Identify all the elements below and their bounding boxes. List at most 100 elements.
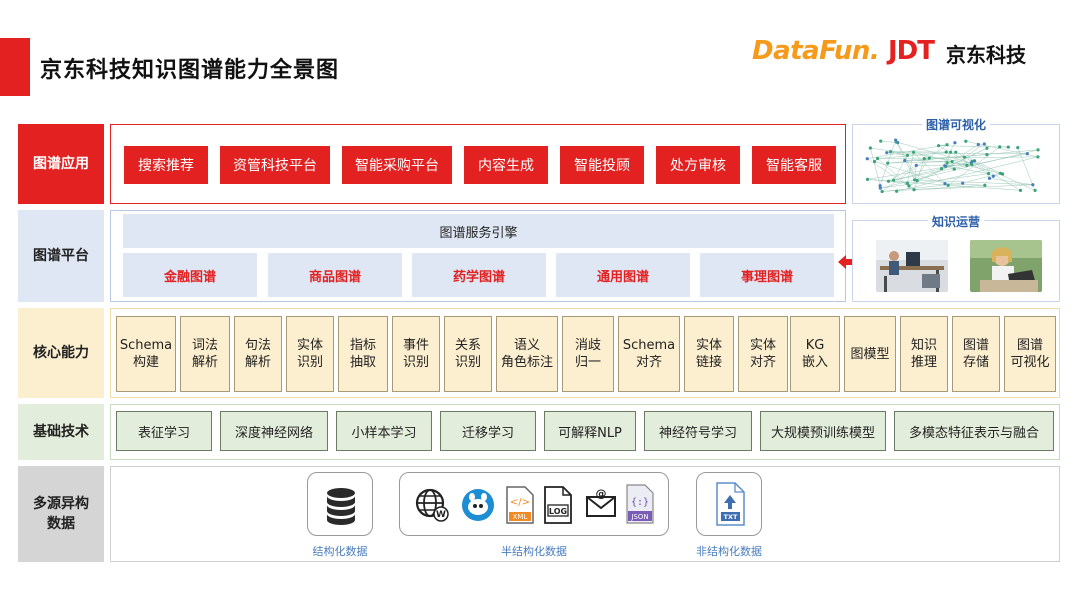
svg-text:W: W [436,510,446,520]
base-tech-item[interactable]: 小样本学习 [336,411,432,451]
core-capability-item[interactable]: 图谱存储 [952,316,1000,392]
application-item[interactable]: 资管科技平台 [220,146,330,184]
core-capability-line: 抽取 [349,355,376,370]
log-label: LOG [549,507,567,516]
core-capability-label: 消歧归一 [575,337,601,371]
core-capability-label: 句法解析 [245,337,271,371]
datafun-logo: DataFun. [752,36,880,66]
core-capability-label: 事件识别 [403,337,429,371]
base-tech-item[interactable]: 大规模预训练模型 [760,411,886,451]
core-capability-line: 构建 [132,355,159,370]
visualization-title: 图谱可视化 [922,116,991,133]
core-capability-item[interactable]: 关系识别 [444,316,492,392]
core-capability-item[interactable]: 图模型 [844,316,896,392]
graph-item[interactable]: 商品图谱 [268,253,402,297]
base-tech-item[interactable]: 神经符号学习 [644,411,752,451]
core-capability-line: 实体 [296,338,323,353]
core-capability-line: 对齐 [635,355,662,370]
core-capability-line: 图谱 [962,338,989,353]
row-label-base: 基础技术 [18,404,104,460]
core-capability-label: 语义角色标注 [501,337,553,371]
application-item[interactable]: 内容生成 [464,146,548,184]
core-capability-label: 知识推理 [911,337,937,371]
core-capability-line: 图谱 [1016,338,1043,353]
graph-item[interactable]: 事理图谱 [700,253,834,297]
core-capability-line: 句法 [244,338,271,353]
txt-label: TXT [724,513,738,521]
core-capability-line: Schema [622,338,676,353]
core-capability-item[interactable]: 句法解析 [234,316,282,392]
semi-structured-data-caption: 半结构化数据 [501,545,567,558]
core-capability-label: 词法解析 [192,337,218,371]
core-capability-label: 指标抽取 [350,337,376,371]
core-capability-line: KG [805,338,825,353]
operations-title: 知识运营 [928,213,985,230]
application-item[interactable]: 智能采购平台 [342,146,452,184]
core-capability-item[interactable]: 词法解析 [180,316,230,392]
title-accent-bar [0,38,30,96]
core-capability-item[interactable]: 消歧归一 [562,316,614,392]
operations-photo-laptop [970,240,1042,292]
unstructured-data-card[interactable]: TXT [696,472,762,536]
core-capability-item[interactable]: 实体链接 [684,316,734,392]
core-capability-label: 图谱存储 [963,337,989,371]
row-label-platform: 图谱平台 [18,210,104,302]
core-capability-label: 关系识别 [455,337,481,371]
core-capability-item[interactable]: 事件识别 [392,316,440,392]
base-tech-item[interactable]: 迁移学习 [440,411,536,451]
base-tech-item[interactable]: 表征学习 [116,411,212,451]
core-capability-line: 实体 [695,338,722,353]
application-item[interactable]: 处方审核 [656,146,740,184]
row-label-data-text: 多源异构 数据 [33,496,89,532]
core-capability-item[interactable]: 指标抽取 [338,316,388,392]
core-capability-line: 解析 [191,355,218,370]
application-item[interactable]: 智能投顾 [560,146,644,184]
application-item[interactable]: 搜索推荐 [124,146,208,184]
base-tech-item[interactable]: 深度神经网络 [220,411,328,451]
operations-photo-office [876,240,948,292]
log-file-icon: LOG [544,486,572,524]
core-capability-item[interactable]: Schema 构建 [116,316,176,392]
core-capability-item[interactable]: 知识推理 [900,316,948,392]
page-title: 京东科技知识图谱能力全景图 [40,58,340,83]
core-capability-item[interactable]: 实体对齐 [738,316,788,392]
structured-data-caption: 结构化数据 [312,545,368,558]
core-capability-line: 指标 [349,338,376,353]
graph-item[interactable]: 金融图谱 [123,253,257,297]
graph-service-engine[interactable]: 图谱服务引擎 [123,214,834,248]
xml-file-icon: </> XML [506,486,534,524]
core-capability-item[interactable]: 语义角色标注 [496,316,558,392]
graph-item[interactable]: 通用图谱 [556,253,690,297]
structured-data-card[interactable] [307,472,373,536]
core-capability-line: 知识 [910,338,937,353]
core-capability-line: Schema [119,338,173,353]
network-graph-icon [865,138,1040,194]
core-capability-item[interactable]: Schema 对齐 [618,316,680,392]
base-tech-item[interactable]: 可解释NLP [544,411,636,451]
unstructured-data-caption: 非结构化数据 [696,545,762,558]
core-capability-line: 事件 [402,338,429,353]
core-capability-line: 对齐 [749,355,776,370]
core-capability-item[interactable]: 实体识别 [286,316,334,392]
core-capability-item[interactable]: 图谱可视化 [1004,316,1056,392]
core-capability-label: 实体对齐 [750,337,776,371]
core-capability-line: 关系 [454,338,481,353]
application-item[interactable]: 智能客服 [752,146,836,184]
database-icon [327,488,355,525]
core-capability-line: 存储 [962,355,989,370]
core-capability-label: Schema 对齐 [623,337,675,371]
json-glyph: {:} [631,497,649,508]
graph-item[interactable]: 药学图谱 [412,253,546,297]
core-capability-label: 实体链接 [696,337,722,371]
base-tech-item[interactable]: 多模态特征表示与融合 [894,411,1054,451]
json-file-icon: {:} JSON [626,484,654,524]
email-icon: @ [586,487,616,517]
core-capability-line: 识别 [402,355,429,370]
row-label-data: 多源异构 数据 [18,466,104,562]
core-capability-line: 解析 [244,355,271,370]
core-capability-line: 语义 [513,338,540,353]
core-capability-label: 图模型 [850,346,889,363]
semi-structured-data-card[interactable]: W </> XML LOG @ {:} JSON [399,472,669,536]
web-icon: W [415,488,449,522]
